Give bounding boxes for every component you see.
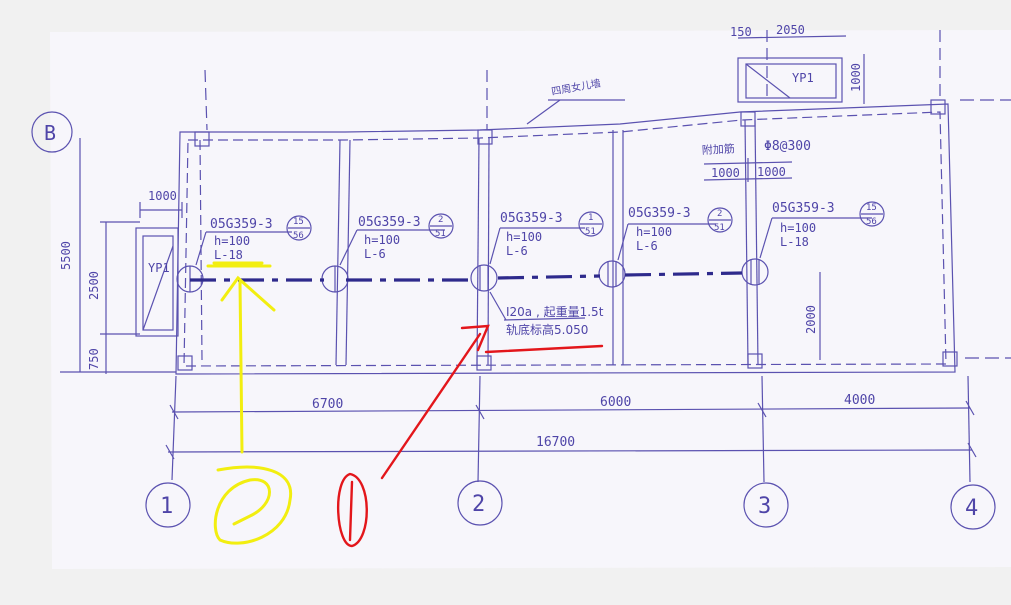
axis-label-4: 4: [965, 496, 978, 521]
span-6000: 6000: [600, 395, 631, 410]
beam2-l: L-6: [364, 247, 386, 261]
left-dim-5500: 5500: [59, 241, 73, 270]
beam4-h: h=100: [636, 225, 672, 239]
span-4000: 4000: [844, 393, 875, 408]
beam5-den: 56: [866, 217, 877, 227]
top-dim-2050: 2050: [776, 23, 805, 37]
beam1-l: L-18: [214, 248, 243, 262]
total-16700: 16700: [536, 435, 575, 450]
beam5-num: 15: [866, 203, 877, 213]
left-dim-750: 750: [87, 348, 101, 370]
crane-beam-note: I20a , 起重量1.5t: [506, 305, 604, 319]
right-dim-1000: 1000: [849, 63, 863, 92]
rebar-dim-2: 1000: [757, 165, 786, 179]
extra-rebar-spec: Φ8@300: [764, 139, 811, 154]
left-dim-2500: 2500: [87, 271, 101, 300]
yp1-right-label: YP1: [792, 71, 814, 85]
beam1-num: 15: [293, 217, 304, 227]
right-dim-2000: 2000: [804, 305, 818, 334]
beam5-h: h=100: [780, 221, 816, 235]
crane-rail-line: [190, 271, 743, 282]
extra-rebar-label: 附加筋: [701, 141, 735, 157]
beam1-den: 56: [293, 231, 304, 241]
yp1-left-label: YP1: [148, 261, 170, 275]
yellow-annotation: [206, 261, 293, 545]
beam2-num: 2: [438, 215, 443, 225]
beam2-ref: 05G359-3: [358, 215, 421, 230]
top-dim-150: 150: [730, 25, 752, 39]
paper-sheet: [50, 30, 1011, 569]
beam4-den: 51: [714, 223, 725, 233]
red-annotation: [336, 324, 604, 548]
beam4-ref: 05G359-3: [628, 206, 691, 221]
beam5-ref: 05G359-3: [772, 201, 835, 216]
beam3-ref: 05G359-3: [500, 211, 563, 226]
axis-label-b: B: [44, 121, 56, 145]
span-6700: 6700: [312, 397, 343, 412]
beam5-l: L-18: [780, 235, 809, 249]
beam1-h: h=100: [214, 234, 250, 248]
beam1-ref: 05G359-3: [210, 217, 273, 232]
beam3-l: L-6: [506, 244, 528, 258]
rail-elevation-note: 轨底标高5.050: [506, 322, 588, 337]
rebar-dim-1: 1000: [711, 166, 740, 180]
beam4-l: L-6: [636, 239, 658, 253]
left-dim-1000: 1000: [148, 189, 177, 203]
beam3-h: h=100: [506, 230, 542, 244]
beam4-num: 2: [717, 209, 722, 219]
beam3-num: 1: [588, 213, 593, 223]
beam3-den: 51: [585, 227, 596, 237]
axis-label-3: 3: [758, 494, 771, 519]
beam2-h: h=100: [364, 233, 400, 247]
beam2-den: 51: [435, 229, 446, 239]
axis-label-1: 1: [160, 494, 173, 519]
axis-label-2: 2: [472, 492, 485, 517]
